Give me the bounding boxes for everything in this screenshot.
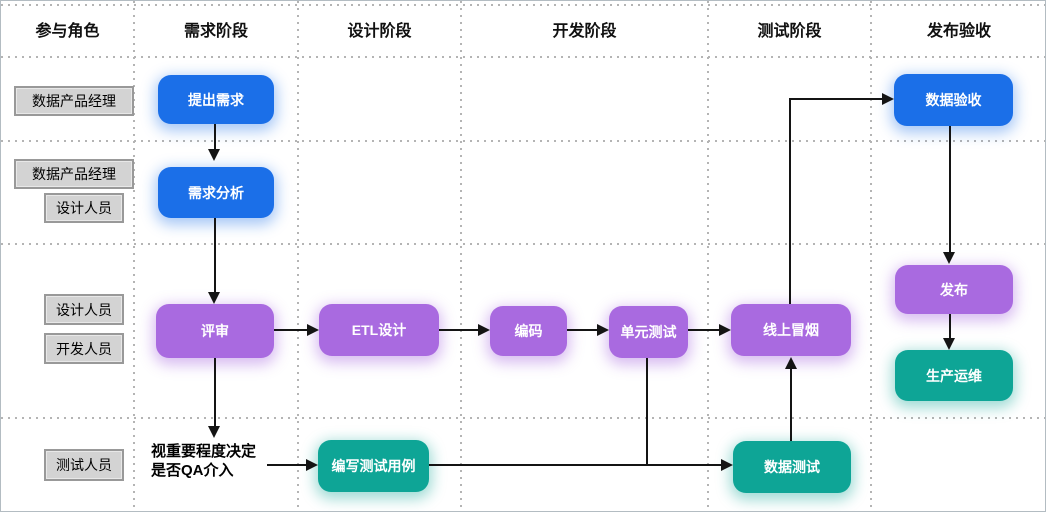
connector-propose-to-analysis [214,124,216,150]
node-online-smoke-test[interactable]: 线上冒烟 [731,304,851,356]
connector-unit-test-drop-line [646,358,648,466]
node-coding[interactable]: 编码 [490,306,567,356]
node-release[interactable]: 发布 [895,265,1013,314]
grid-hline-5 [1,417,1045,419]
arrowhead-etl-to-coding [478,324,490,336]
node-data-acceptance[interactable]: 数据验收 [894,74,1013,126]
arrowhead-review-to-etl [307,324,319,336]
role-developer[interactable]: 开发人员 [44,333,124,364]
node-write-test-cases[interactable]: 编写测试用例 [318,440,429,492]
arrowhead-release-to-ops [943,338,955,350]
node-data-test[interactable]: 数据测试 [733,441,851,493]
column-header-requirements-phase: 需求阶段 [183,23,248,40]
qa-decision-note-line2: 是否QA介入 [151,462,234,479]
arrowhead-write-cases-to-data-test [721,459,733,471]
grid-vline-5 [870,1,872,511]
arrowhead-analysis-to-review [208,292,220,304]
grid-vline-4 [707,1,709,511]
connector-smoke-up-line [789,98,791,304]
column-header-development-phase: 开发阶段 [552,23,617,40]
node-propose-requirements[interactable]: 提出需求 [158,75,274,124]
node-unit-test[interactable]: 单元测试 [609,306,688,358]
arrowhead-data-test-to-smoke [785,357,797,369]
connector-data-test-to-smoke [790,369,792,441]
grid-hline-1 [1,4,1045,6]
grid-vline-2 [297,1,299,511]
connector-review-to-qa-note [214,358,216,427]
grid-vline-1 [133,1,135,511]
node-etl-design[interactable]: ETL设计 [319,304,439,356]
node-requirements-analysis[interactable]: 需求分析 [158,167,274,218]
connector-analysis-to-review [214,218,216,293]
connector-etl-to-coding [439,329,479,331]
column-header-test-phase: 测试阶段 [757,23,822,40]
grid-vline-3 [460,1,462,511]
connector-acceptance-to-release [949,126,951,252]
column-header-release-acceptance: 发布验收 [926,23,991,40]
connector-unit-test-to-smoke [688,329,720,331]
grid-hline-4 [1,243,1045,245]
role-tester[interactable]: 测试人员 [44,449,124,481]
connector-qa-note-to-write-cases [267,464,307,466]
role-designer-2[interactable]: 设计人员 [44,294,124,325]
arrowhead-acceptance-to-release [943,252,955,264]
connector-coding-to-unit-test [567,329,598,331]
node-review[interactable]: 评审 [156,304,274,358]
arrowhead-unit-test-to-smoke [719,324,731,336]
arrowhead-qa-note-to-write-cases [306,459,318,471]
connector-release-to-ops [949,314,951,339]
grid-hline-2 [1,56,1045,58]
column-header-roles: 参与角色 [35,23,100,40]
role-designer-1[interactable]: 设计人员 [44,193,124,223]
qa-decision-note: 视重要程度决定 是否QA介入 [151,442,283,480]
role-data-product-manager-2[interactable]: 数据产品经理 [14,159,134,189]
role-data-product-manager-1[interactable]: 数据产品经理 [14,86,134,116]
arrowhead-propose-to-analysis [208,149,220,161]
arrowhead-review-to-qa-note [208,426,220,438]
column-header-design-phase: 设计阶段 [347,23,412,40]
connector-write-cases-to-data-test [429,464,721,466]
arrowhead-coding-to-unit-test [597,324,609,336]
grid-hline-3 [1,140,1045,142]
node-production-ops[interactable]: 生产运维 [895,350,1013,401]
connector-smoke-to-acceptance [789,98,882,100]
arrowhead-smoke-to-acceptance [882,93,894,105]
qa-decision-note-line1: 视重要程度决定 [151,443,257,460]
connector-review-to-etl [274,329,309,331]
